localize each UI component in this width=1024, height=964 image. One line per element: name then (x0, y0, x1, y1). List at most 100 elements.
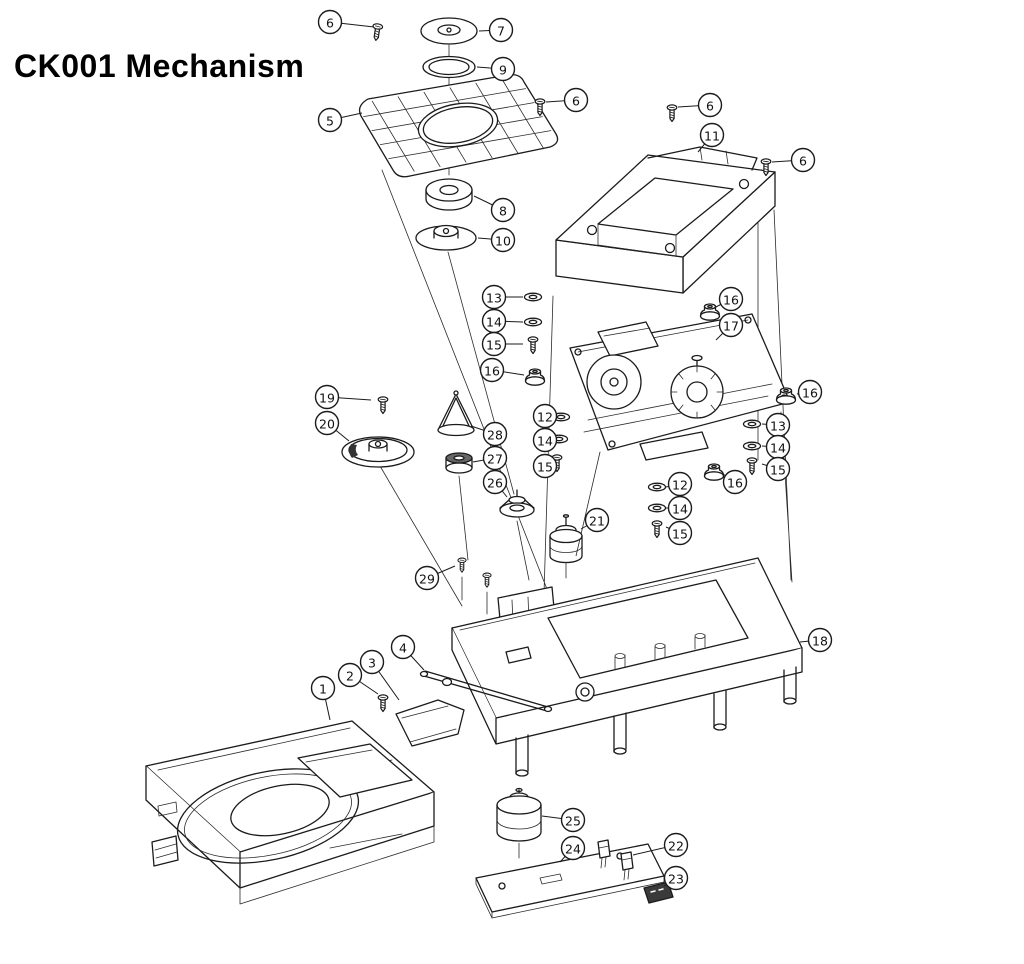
part-26-pulley-drawing (499, 489, 535, 518)
callout-16: 16 (796, 379, 823, 405)
svg-text:15: 15 (672, 527, 688, 542)
callout-22: 22 (632, 832, 689, 858)
callout-27: 27 (472, 445, 508, 471)
part-10-turntable-drawing (415, 224, 477, 251)
callout-13: 13 (481, 284, 523, 310)
part-17-traverse-unit-drawing (569, 313, 791, 461)
part-27-damper-drawing (445, 452, 473, 474)
part-20-rotor-disc-drawing (341, 436, 415, 468)
callout-16: 16 (713, 286, 744, 312)
svg-text:6: 6 (706, 99, 714, 114)
callout-29: 29 (414, 565, 456, 591)
screws-29 (457, 557, 492, 588)
svg-text:8: 8 (499, 204, 507, 219)
part-1-disc-tray-drawing (145, 720, 435, 905)
svg-text:15: 15 (537, 460, 553, 475)
callout-8: 8 (473, 195, 516, 223)
svg-text:7: 7 (497, 24, 505, 39)
svg-text:6: 6 (572, 94, 580, 109)
callout-7: 7 (478, 17, 514, 43)
part-23-connector-drawing (643, 881, 674, 904)
callout-12: 12 (532, 403, 558, 429)
callout-12: 12 (665, 471, 693, 497)
part-21-spindle-motor-drawing (549, 514, 583, 564)
callout-1: 1 (310, 675, 336, 721)
screw-19 (377, 396, 389, 415)
part-11-clamp-frame-drawing (555, 146, 776, 294)
svg-text:18: 18 (812, 634, 828, 649)
svg-text:21: 21 (589, 514, 605, 529)
callout-15: 15 (761, 456, 791, 482)
svg-text:16: 16 (802, 386, 818, 401)
callout-15: 15 (532, 453, 558, 479)
svg-text:17: 17 (723, 319, 739, 334)
callout-3: 3 (359, 649, 400, 701)
screw-2 (377, 694, 389, 713)
part-5-clamp-plate-drawing (358, 74, 559, 178)
svg-text:14: 14 (672, 502, 688, 517)
callout-25: 25 (541, 807, 586, 833)
svg-text:28: 28 (487, 428, 503, 443)
part-25-loading-motor-drawing (496, 787, 542, 842)
svg-text:29: 29 (419, 572, 435, 587)
svg-text:14: 14 (770, 441, 786, 456)
callout-14: 14 (666, 495, 693, 521)
svg-text:23: 23 (668, 872, 684, 887)
callout-18: 18 (799, 627, 833, 653)
callout-6: 6 (317, 9, 375, 35)
svg-text:9: 9 (499, 63, 507, 78)
svg-text:6: 6 (799, 154, 807, 169)
svg-text:20: 20 (319, 417, 335, 432)
svg-text:2: 2 (346, 669, 354, 684)
callout-23: 23 (663, 865, 689, 891)
svg-text:15: 15 (770, 463, 786, 478)
svg-text:13: 13 (770, 419, 786, 434)
svg-text:15: 15 (486, 338, 502, 353)
svg-text:6: 6 (326, 16, 334, 31)
svg-text:5: 5 (326, 114, 334, 129)
part-4-slide-rod-drawing (419, 670, 553, 713)
callout-14: 14 (532, 427, 558, 453)
svg-text:11: 11 (704, 129, 720, 144)
svg-text:14: 14 (537, 434, 553, 449)
svg-text:27: 27 (487, 452, 503, 467)
svg-text:16: 16 (727, 476, 743, 491)
svg-text:3: 3 (368, 656, 376, 671)
callout-16: 16 (722, 469, 748, 495)
fastener-stack-left (523, 292, 543, 355)
svg-text:4: 4 (399, 641, 407, 656)
callout-24: 24 (559, 835, 586, 863)
callout-11: 11 (697, 122, 725, 153)
callout-9: 9 (476, 56, 516, 82)
callout-26: 26 (482, 469, 508, 498)
callout-20: 20 (314, 410, 350, 442)
svg-text:10: 10 (495, 234, 511, 249)
svg-text:16: 16 (723, 293, 739, 308)
svg-text:14: 14 (486, 315, 502, 330)
svg-text:24: 24 (565, 842, 581, 857)
svg-text:16: 16 (484, 364, 500, 379)
callout-4: 4 (390, 634, 425, 671)
callout-15: 15 (665, 520, 693, 546)
part-9-clamper-ring-drawing (422, 55, 476, 79)
svg-text:12: 12 (537, 410, 553, 425)
callout-5: 5 (317, 107, 363, 133)
part-18-chassis-drawing (451, 557, 803, 777)
svg-text:25: 25 (565, 814, 581, 829)
callout-21: 21 (580, 507, 610, 533)
svg-text:22: 22 (668, 839, 684, 854)
callout-14: 14 (481, 308, 524, 334)
svg-text:19: 19 (319, 391, 335, 406)
svg-text:1: 1 (319, 682, 327, 697)
part-22-switches-drawing (597, 839, 634, 881)
svg-text:12: 12 (672, 478, 688, 493)
callout-28: 28 (470, 421, 508, 447)
callout-16: 16 (479, 357, 525, 383)
callout-17: 17 (715, 312, 744, 341)
part-8-magnet-drawing (425, 178, 473, 211)
svg-text:26: 26 (487, 476, 503, 491)
callout-15: 15 (481, 331, 523, 357)
